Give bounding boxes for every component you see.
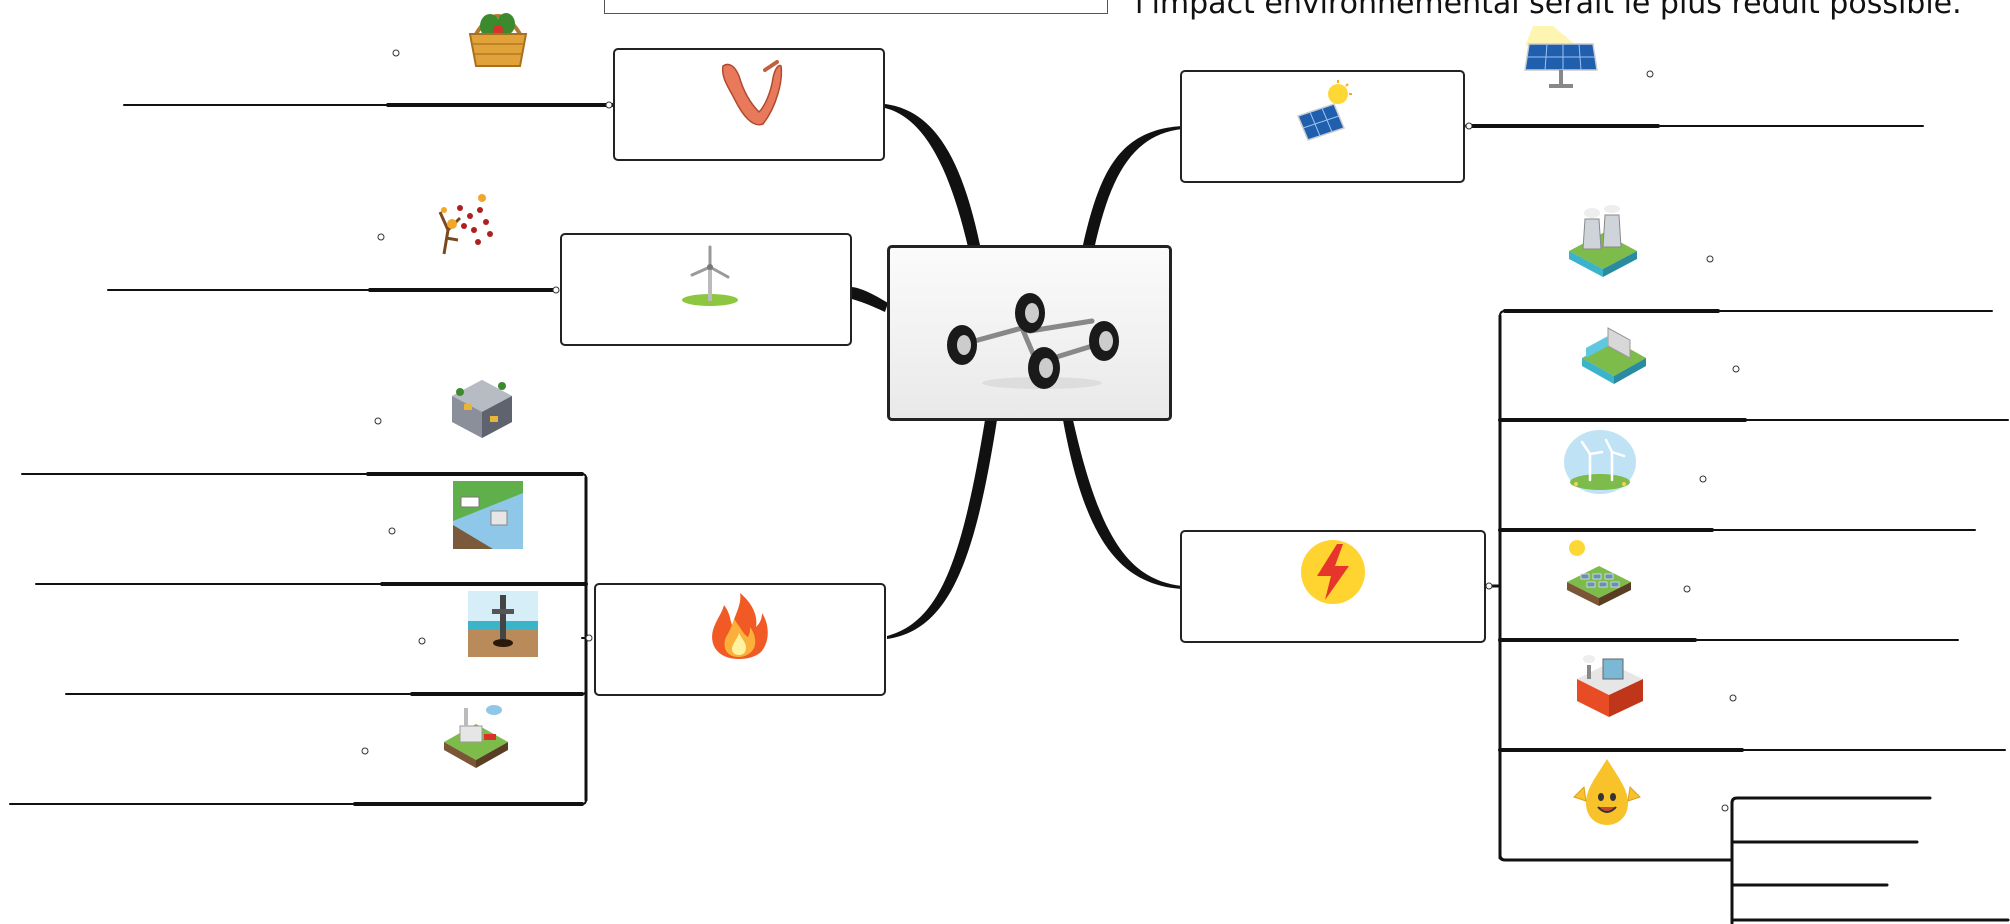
hydro-dam-icon — [1582, 327, 1646, 384]
solar-farm-icon — [1567, 540, 1631, 606]
flame-icon — [712, 593, 768, 659]
muscle-power-node[interactable] — [613, 48, 885, 161]
car-chassis-wheels-icon — [947, 293, 1119, 389]
wind-farm-icon — [1564, 430, 1636, 494]
electricity-node[interactable] — [1180, 530, 1486, 643]
autumn-tree-icon — [438, 194, 493, 255]
biomass-plant-icon — [444, 705, 508, 768]
solar-node[interactable] — [1180, 70, 1465, 183]
lightning-bolt-icon — [1301, 540, 1365, 604]
intro-text-right: l'impact environnemental serait le plus … — [1135, 0, 1962, 21]
wind-node[interactable] — [560, 233, 852, 346]
oil-well-icon — [468, 591, 538, 657]
fire-node[interactable] — [594, 583, 886, 696]
happy-drop-icon — [1573, 759, 1641, 825]
vegetable-basket-icon — [468, 13, 528, 67]
geothermal-plant-icon — [1577, 655, 1643, 717]
solar-panel-icon — [1296, 80, 1352, 141]
question-box — [604, 0, 1108, 14]
wind-turbine-icon — [682, 245, 738, 306]
gas-extraction-icon — [453, 481, 523, 549]
flexed-arm-icon — [721, 60, 783, 126]
center-node[interactable] — [887, 245, 1172, 421]
coal-mine-icon — [452, 380, 512, 438]
nuclear-plant-icon — [1569, 205, 1637, 277]
solar-panel-sun-icon — [1524, 26, 1598, 88]
